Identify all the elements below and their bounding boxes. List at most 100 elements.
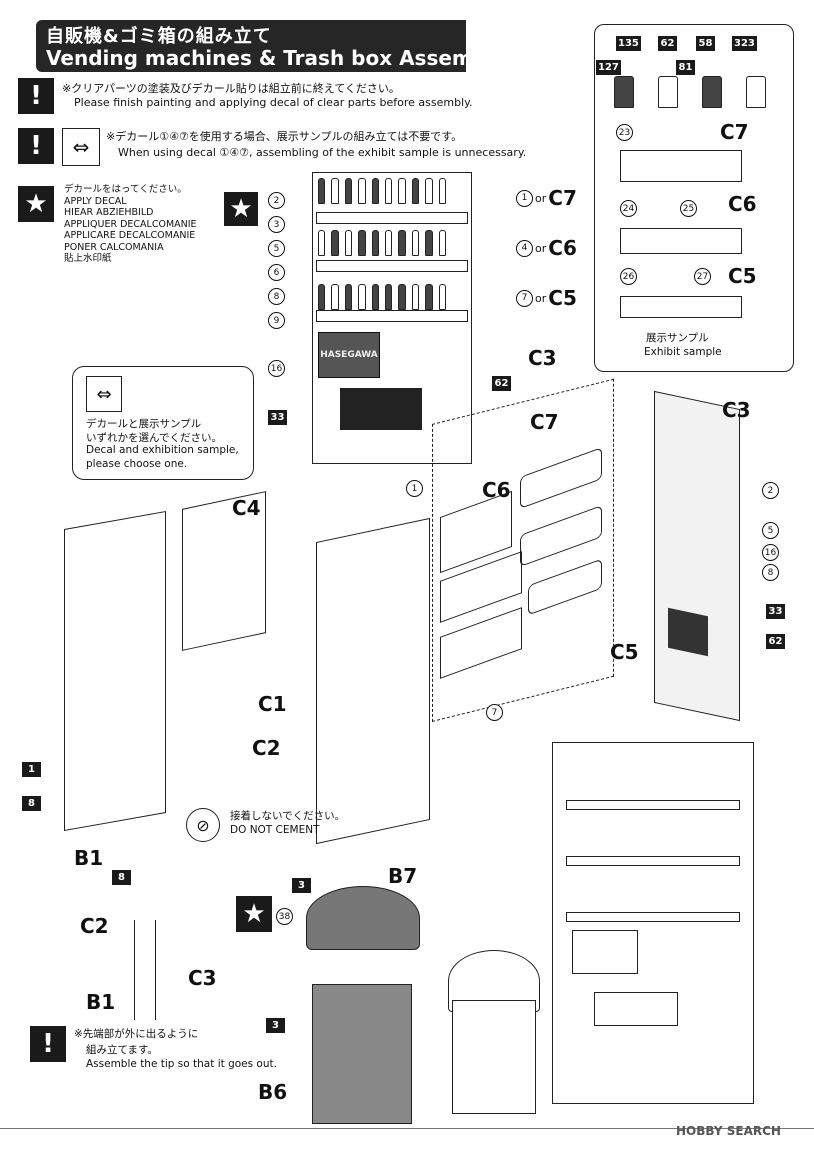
trash-lid [306, 886, 420, 950]
part-5: 5 [762, 522, 779, 539]
decal-1: 1 [406, 480, 423, 497]
paint-note-jp: ※クリアパーツの塗装及びデカール貼りは組立前に終えてください。 [62, 82, 400, 95]
color-33: 33 [268, 410, 287, 425]
choose-callout [72, 366, 254, 480]
part-2: 2 [762, 482, 779, 499]
part-9: 9 [268, 312, 285, 329]
part-8: 8 [268, 288, 285, 305]
display-window [572, 930, 638, 974]
part-25: 25 [680, 200, 697, 217]
part-26: 26 [620, 268, 637, 285]
label-c3: C3 [528, 346, 557, 370]
vending-frame-left [64, 511, 166, 831]
color-62: 62 [658, 36, 677, 51]
label-b7: B7 [388, 864, 418, 888]
dispenser-slot [594, 992, 678, 1026]
shelf [316, 260, 468, 272]
bottle-row [318, 284, 447, 310]
decal-note-en: When using decal ①④⑦, assembling of the … [118, 146, 527, 159]
sample-bottles [614, 76, 774, 110]
cement-en: DO NOT CEMENT [230, 824, 320, 836]
star-icon: ★ [18, 186, 54, 222]
label-b1: B1 [86, 990, 116, 1014]
color-8: 8 [112, 870, 131, 885]
trash-body [312, 984, 412, 1124]
label-c2: C2 [80, 914, 109, 938]
dark-panel [668, 607, 708, 657]
choose-jp-2: いずれかを選んでください。 [86, 432, 222, 444]
vending-door-panel [316, 517, 430, 845]
tip-jp-1: ※先端部が外に出るように [74, 1028, 199, 1040]
part-3: 3 [268, 216, 285, 233]
tip-jp-2: 組み立てます。 [86, 1044, 158, 1056]
shelf [566, 800, 740, 810]
apply-decal-list: デカールをはってください。 APPLY DECAL HIEAR ABZIEHBI… [64, 184, 197, 264]
dark-panel [340, 388, 422, 430]
label-c1: C1 [258, 692, 287, 716]
shelf [316, 212, 468, 224]
title-band [36, 20, 466, 72]
color-62: 62 [492, 376, 511, 391]
label-c3: C3 [722, 398, 751, 422]
color-323: 323 [732, 36, 757, 51]
color-58: 58 [696, 36, 715, 51]
decal-note-jp: ※デカール①④⑦を使用する場合、展示サンプルの組み立ては不要です。 [106, 130, 463, 143]
part-27: 27 [694, 268, 711, 285]
shelf [566, 912, 740, 922]
choose-arrows-icon: ⇔ [86, 376, 122, 412]
part-24: 24 [620, 200, 637, 217]
color-3: 3 [266, 1018, 285, 1033]
exclamation-icon: ! [30, 1026, 66, 1062]
exclamation-icon: ! [18, 78, 54, 114]
color-1: 1 [22, 762, 41, 777]
hasegawa-label: HASEGAWA [318, 332, 380, 378]
c3-panel [654, 390, 740, 722]
color-81: 81 [676, 60, 695, 75]
decal-7: 7 [486, 704, 503, 721]
shelf [566, 856, 740, 866]
detail-profile [134, 920, 156, 1020]
exhibit-sample-box [594, 24, 794, 372]
assembled-vending-machine [552, 742, 754, 1104]
choose-jp-1: デカールと展示サンプル [86, 418, 202, 430]
label-c6: C6 [728, 192, 757, 216]
exclamation-icon: ! [18, 128, 54, 164]
c5-rack [620, 296, 742, 318]
label-c5: C5 [728, 264, 757, 288]
label-c5: C5 [610, 640, 639, 664]
part-2: 2 [268, 192, 285, 209]
cement-jp: 接着しないでください。 [230, 810, 346, 822]
choose-arrows-icon: ⇔ [62, 128, 100, 166]
label-c4: C4 [232, 496, 261, 520]
color-33: 33 [766, 604, 785, 619]
part-8: 8 [762, 564, 779, 581]
part-23: 23 [616, 124, 633, 141]
bottle-row [318, 178, 447, 210]
assembled-trash-body [452, 1000, 536, 1114]
label-b6: B6 [258, 1080, 288, 1104]
shelf [316, 310, 468, 322]
color-3: 3 [292, 878, 311, 893]
tip-en: Assemble the tip so that it goes out. [86, 1058, 277, 1070]
exhibit-caption-jp: 展示サンプル [646, 332, 709, 344]
title-en: Vending machines & Trash box Assembly [46, 46, 507, 70]
part-6: 6 [268, 264, 285, 281]
bottle-row [318, 230, 447, 260]
label-c7: C7 [530, 410, 559, 434]
part-16: 16 [268, 360, 285, 377]
exhibit-caption-en: Exhibit sample [644, 346, 722, 358]
part-5: 5 [268, 240, 285, 257]
part-38: 38 [276, 908, 293, 925]
c6-rack [620, 228, 742, 254]
color-127: 127 [596, 60, 621, 75]
label-c3: C3 [188, 966, 217, 990]
paint-note-en: Please finish painting and applying deca… [74, 96, 473, 109]
color-62: 62 [766, 634, 785, 649]
color-8: 8 [22, 796, 41, 811]
color-135: 135 [616, 36, 641, 51]
label-b1: B1 [74, 846, 104, 870]
c7-rack [620, 150, 742, 182]
